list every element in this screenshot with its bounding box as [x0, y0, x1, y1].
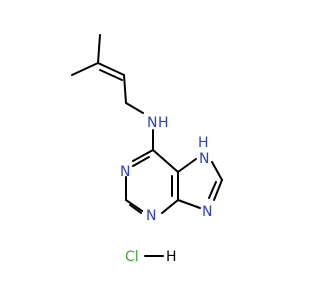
molecule-drawing: N H N N H N N Cl H	[71, 34, 223, 265]
bond-ch2-n	[125, 102, 144, 114]
bond-allylic	[123, 74, 127, 104]
bond-c5-c6	[152, 149, 179, 173]
bond-alkene	[97, 62, 125, 76]
ring-n7-hydrogen-label: H	[198, 135, 209, 151]
amine-nitrogen-label: N	[147, 115, 157, 131]
ring-n9-label: N	[202, 204, 212, 220]
bond-c5-n7	[177, 158, 197, 173]
hcl-hydrogen-label: H	[166, 249, 177, 265]
bond-c2-n3-double	[129, 204, 142, 214]
bond-c6-n1-double	[132, 156, 150, 167]
chlorine-label: Cl	[125, 249, 139, 265]
bond-alkene-second	[99, 69, 123, 81]
amine-hydrogen-label: H	[158, 115, 169, 131]
bond-c8-n9-double	[208, 181, 217, 199]
bond-c2-n3	[125, 199, 143, 212]
bond-n7-c8	[211, 161, 223, 181]
ring-n7-label: N	[199, 151, 209, 167]
bond-c8-n9	[213, 179, 223, 201]
bond-methyl-2	[71, 62, 99, 76]
bond-methyl-1	[97, 34, 101, 64]
ring-n1-label: N	[120, 164, 130, 180]
ring-n3-label: N	[146, 208, 156, 224]
bond-n9-c4	[177, 199, 201, 209]
bond-c6-n1	[132, 149, 154, 162]
structure-canvas: N H N N H N N Cl H	[71, 34, 223, 265]
bond-n3-c4	[161, 199, 179, 214]
